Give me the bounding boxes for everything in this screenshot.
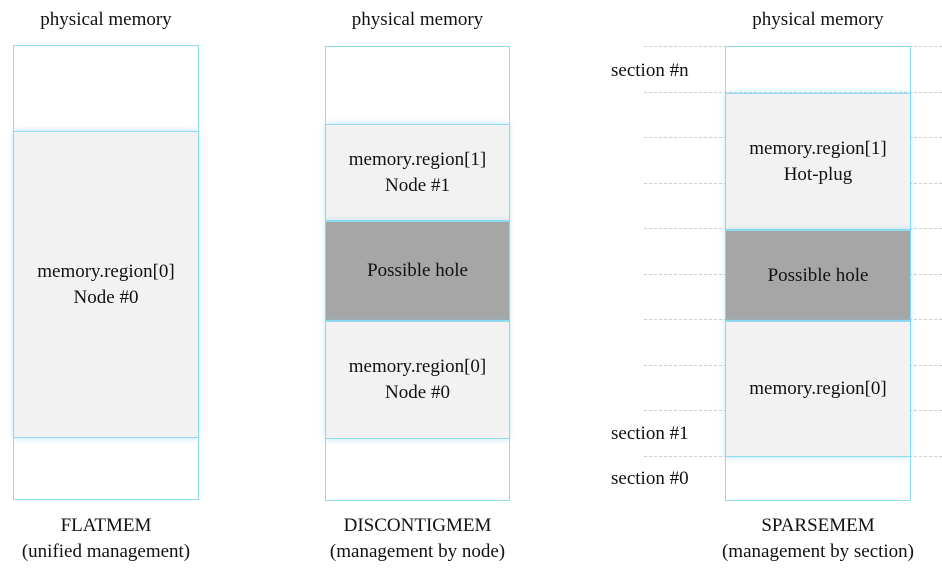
discontigmem-caption-name: DISCONTIGMEM [343, 515, 492, 536]
sparsemem-hole-label: Possible hole [767, 264, 869, 286]
discontigmem-region-0-node: Node #0 [385, 382, 450, 403]
sparsemem-region-1: memory.region[1] Hot-plug [726, 93, 910, 230]
sparsemem-possible-hole: Possible hole [726, 230, 910, 321]
discontigmem-region-1-label: memory.region[1] [348, 148, 487, 170]
discontigmem-title: physical memory [351, 9, 484, 30]
flatmem-region-0-label: memory.region[0] [37, 260, 175, 282]
flatmem-region-0: memory.region[0] Node #0 [14, 131, 198, 438]
sparsemem-title: physical memory [752, 9, 884, 30]
flatmem-region-0-node: Node #0 [73, 286, 139, 308]
section-n-label: section #n [611, 60, 689, 81]
flatmem-caption: FLATMEM (unified management) [0, 513, 212, 565]
section-divider [644, 92, 942, 93]
flatmem-physical-memory: memory.region[0] Node #0 [13, 45, 199, 500]
section-1-label: section #1 [611, 423, 689, 444]
sparsemem-region-0: memory.region[0] [726, 321, 910, 457]
discontigmem-region-0: memory.region[0] Node #0 [326, 321, 509, 439]
discontigmem-region-1-node: Node #1 [385, 174, 450, 196]
flatmem-caption-desc: (unified management) [21, 541, 191, 562]
flatmem-caption-name: FLATMEM [60, 515, 152, 536]
discontigmem-region-1: memory.region[1] Node #1 [326, 124, 509, 221]
sparsemem-physical-memory: memory.region[1] Hot-plug Possible hole … [725, 46, 911, 501]
sparsemem-caption-name: SPARSEMEM [761, 515, 875, 536]
sparsemem-region-1-hotplug: Hot-plug [783, 163, 853, 185]
sparsemem-region-0-label: memory.region[0] [749, 378, 887, 399]
flatmem-title: physical memory [40, 9, 172, 30]
discontigmem-possible-hole: Possible hole [326, 221, 509, 321]
sparsemem-caption: SPARSEMEM (management by section) [700, 513, 936, 565]
section-0-label: section #0 [611, 468, 689, 489]
discontigmem-physical-memory: memory.region[1] Node #1 Possible hole m… [325, 46, 510, 501]
sparsemem-region-1-label: memory.region[1] [749, 137, 887, 159]
discontigmem-caption-desc: (management by node) [329, 541, 506, 562]
discontigmem-region-0-label: memory.region[0] [348, 356, 487, 377]
discontigmem-caption: DISCONTIGMEM (management by node) [305, 513, 530, 565]
discontigmem-hole-label: Possible hole [367, 260, 468, 281]
sparsemem-caption-desc: (management by section) [721, 541, 915, 562]
